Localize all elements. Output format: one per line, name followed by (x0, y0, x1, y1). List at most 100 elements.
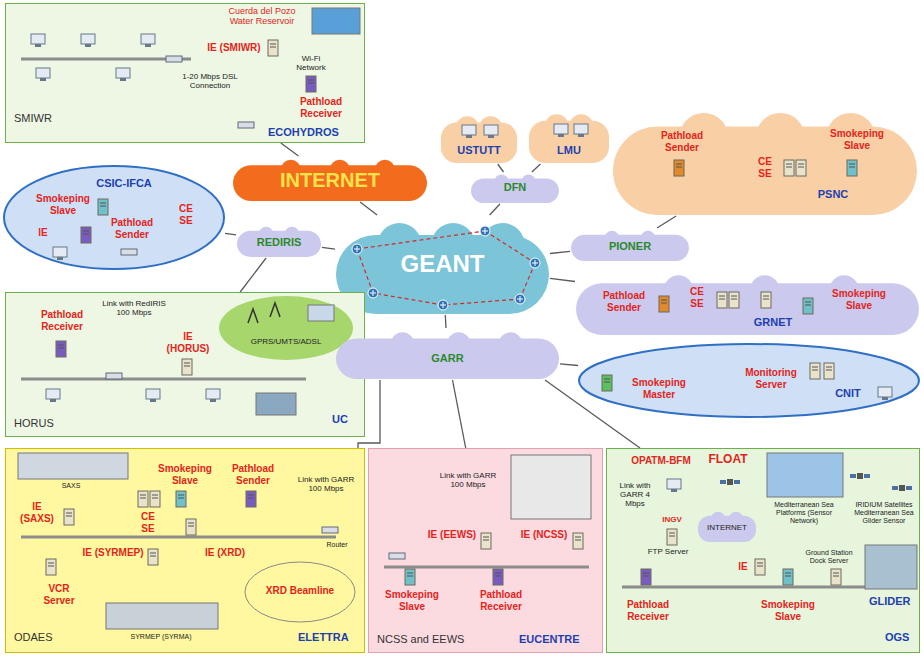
label-slot: Pathload Receiver (288, 96, 354, 119)
node-label: IE (735, 561, 751, 573)
computer-icon (488, 135, 494, 138)
server-icon (798, 167, 804, 168)
label-slot: IE (SMIWR) (206, 42, 262, 54)
label-slot: IE (SYRMEP) (82, 547, 144, 559)
label-slot: Pathload Sender (595, 290, 653, 313)
server-icon (306, 76, 316, 92)
server-icon (849, 164, 855, 165)
server-icon (729, 292, 739, 308)
router-icon (438, 300, 448, 310)
node-label: INGV (657, 515, 687, 524)
server-icon (270, 44, 276, 45)
label-slot: Smokeping Slave (827, 288, 891, 311)
backbone-link (485, 231, 535, 263)
label-slot: Pathload Receiver (31, 309, 93, 332)
node-label: Pathload Sender (224, 463, 282, 486)
server-icon (805, 305, 811, 306)
label-slot: ELETTRA (298, 631, 362, 644)
server-icon (847, 160, 857, 176)
server-icon (248, 498, 254, 499)
server-icon (575, 537, 581, 538)
label-slot: PSNC (808, 188, 858, 201)
label-slot: INTERNET (697, 523, 757, 532)
ellipse-shape (245, 562, 355, 622)
network-cloud: PIONER (570, 228, 690, 262)
server-icon (783, 569, 793, 585)
node-label: IE (NCSS) (519, 529, 569, 541)
node-label: VCR Server (34, 583, 84, 606)
cloud-shape (233, 165, 427, 201)
photo-picture (308, 305, 334, 321)
server-icon (407, 573, 413, 574)
cloud-shape (576, 283, 919, 335)
cloud-shape (571, 235, 689, 261)
node-label: REDIRIS (236, 236, 322, 249)
server-icon (833, 573, 839, 574)
server-icon (56, 341, 66, 357)
network-cloud: INTERNET (697, 509, 757, 543)
label-slot: Cuerda del Pozo Water Reservoir (216, 6, 308, 27)
server-icon (812, 370, 818, 371)
photo-picture (767, 453, 843, 497)
server-icon (849, 167, 855, 168)
node-label: Link with GARR 100 Mbps (294, 475, 358, 493)
router-icon (520, 296, 521, 302)
server-icon (643, 573, 649, 574)
cloud-shape (471, 178, 559, 203)
node-label: GARR (335, 352, 560, 365)
network-link (550, 278, 575, 281)
server-icon (81, 227, 91, 243)
cloud-shape (479, 116, 502, 139)
computer-icon (50, 399, 56, 402)
network-link (453, 380, 466, 448)
server-icon (757, 563, 763, 564)
server-icon (184, 366, 190, 367)
node-label: CE SE (134, 511, 162, 534)
label-slot: UC (332, 413, 362, 426)
server-icon (150, 491, 160, 507)
computer-icon (462, 125, 476, 135)
node-label: Pathload Receiver (469, 589, 533, 612)
server-icon (64, 509, 74, 525)
label-slot: GRNET (745, 316, 801, 329)
router-icon (530, 258, 540, 268)
computer-icon (466, 135, 472, 138)
lan-bus (622, 586, 907, 589)
server-icon (308, 80, 314, 81)
label-slot: IE (NCSS) (519, 529, 569, 541)
server-icon (575, 540, 581, 541)
server-icon (48, 563, 54, 564)
label-slot: Wi-Fi Network (289, 54, 333, 72)
server-icon (659, 296, 669, 312)
label-slot: EUCENTRE (519, 633, 595, 646)
node-label: Smokeping Slave (381, 589, 443, 612)
server-icon (495, 573, 501, 574)
site-ellipse: Smokeping MasterMonitoring ServerCNIT (578, 343, 920, 418)
node-label: XRD Beamline (244, 585, 356, 597)
wireless-area: GPRS/UMTS/ADSL (218, 295, 354, 361)
computer-icon (671, 489, 677, 492)
server-icon (826, 367, 832, 368)
node-label: Pathload Receiver (288, 96, 354, 119)
photo-picture (106, 603, 218, 629)
computer-icon (150, 399, 156, 402)
server-icon (270, 47, 276, 48)
label-slot: IE (HORUS) (162, 331, 214, 354)
label-slot: Monitoring Server (738, 367, 804, 390)
server-icon (641, 569, 651, 585)
label-slot: Smokeping Slave (824, 128, 890, 151)
node-label: EUCENTRE (519, 633, 595, 646)
server-icon (182, 359, 192, 375)
antenna-icon (248, 309, 258, 323)
cloud-shape (391, 332, 414, 355)
cloud-shape (447, 332, 470, 355)
server-icon (676, 167, 682, 168)
label-slot: ODAES (14, 631, 74, 644)
node-label: 1-20 Mbps DSL Connection (178, 72, 242, 90)
backbone-link (357, 249, 373, 293)
network-link (490, 204, 500, 215)
label-slot: GPRS/UMTS/ADSL (218, 337, 354, 346)
node-label: Link with GARR 100 Mbps (437, 471, 499, 489)
backbone-link (443, 299, 520, 305)
node-label: USTUTT (440, 144, 518, 157)
